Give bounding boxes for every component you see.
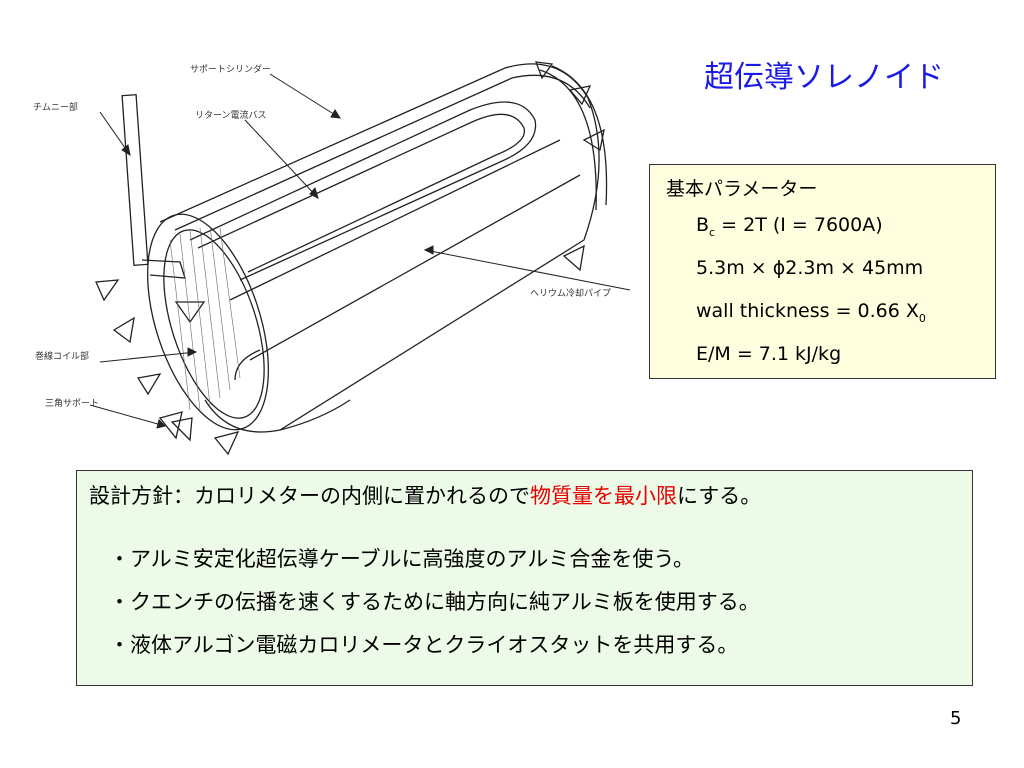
param-field-symbol: B <box>696 214 710 236</box>
param-wall: wall thickness = 0.66 X0 <box>666 297 995 340</box>
policy-lead-end: にする。 <box>677 484 762 508</box>
label-support-cylinder: サポートシリンダー <box>190 63 271 75</box>
label-helium-pipe: ヘリウム冷却パイプ <box>530 287 611 299</box>
param-field: Bc = 2T (I = 7600A) <box>666 211 995 254</box>
label-return-bus: リターン電流バス <box>195 109 267 121</box>
policy-lead-text: 設計方針：カロリメターの内側に置かれるので <box>89 484 530 508</box>
label-chimney: チムニー部 <box>33 101 78 113</box>
label-coil: 巻線コイル部 <box>35 350 89 362</box>
param-dimensions: 5.3m × ϕ2.3m × 45mm <box>696 257 924 279</box>
page-number: 5 <box>950 708 962 729</box>
param-field-subscript: c <box>709 225 716 239</box>
parameters-box: 基本パラメーター Bc = 2T (I = 7600A) 5.3m × ϕ2.3… <box>649 164 996 379</box>
design-policy-box: 設計方針：カロリメターの内側に置かれるので物質量を最小限にする。 ・アルミ安定化… <box>76 470 973 686</box>
param-energy: E/M = 7.1 kJ/kg <box>696 343 842 365</box>
policy-bullet: ・アルミ安定化超伝導ケーブルに高強度のアルミ合金を使う。 <box>109 547 695 571</box>
label-triangle-support: 三角サポート <box>45 397 99 409</box>
policy-lead: 設計方針：カロリメターの内側に置かれるので物質量を最小限にする。 <box>89 481 972 541</box>
solenoid-diagram: サポートシリンダー チムニー部 リターン電流バス ヘリウム冷却パイプ 巻線コイル… <box>33 61 631 456</box>
parameters-heading: 基本パラメーター <box>666 178 818 200</box>
param-wall-text: wall thickness = 0.66 X <box>696 300 919 322</box>
policy-highlight: 物質量を最小限 <box>530 484 677 508</box>
policy-bullet: ・液体アルゴン電磁カロリメータとクライオスタットを共用する。 <box>109 633 739 657</box>
param-wall-subscript: 0 <box>918 311 926 325</box>
param-field-value: = 2T (I = 7600A) <box>715 214 883 236</box>
slide-title: 超伝導ソレノイド <box>704 60 944 95</box>
policy-bullet: ・クエンチの伝播を速くするために軸方向に純アルミ板を使用する。 <box>109 590 760 614</box>
